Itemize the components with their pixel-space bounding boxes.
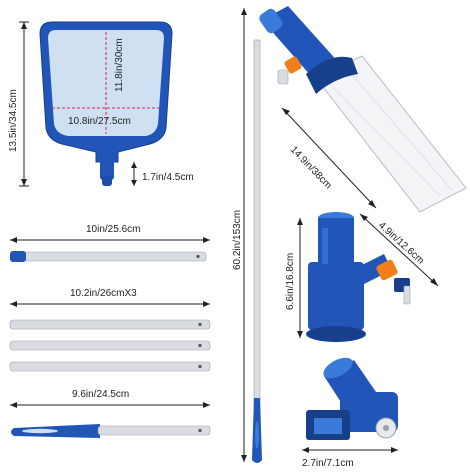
pole-bottom-section-dimension: 9.6in/24.5cm xyxy=(10,389,210,408)
brush-head xyxy=(306,357,398,440)
vacuum-head-height-dimension: 6.6in/16.8cm xyxy=(285,218,303,338)
pole-mid-sections-label: 10.2in/26cmX3 xyxy=(70,288,137,299)
skimmer-net: 11.8in/30cm 10.8in/27.5cm xyxy=(39,21,173,186)
bag-length-label: 14.9in/38cm xyxy=(288,144,334,191)
vacuum-head-height-label: 6.6in/16.8cm xyxy=(285,253,296,310)
net-inner-width-label: 10.8in/27.5cm xyxy=(68,116,131,127)
pole-top-section-dimension: 10in/25.6cm xyxy=(10,224,210,243)
pole-total-dimension: 60.2in/153cm xyxy=(232,8,247,462)
assembled-pole xyxy=(252,39,262,463)
net-height-label: 13.5in/34.5cm xyxy=(8,89,19,152)
net-neck-tip xyxy=(102,176,112,186)
vacuum-head xyxy=(306,212,411,342)
pole-bottom-section xyxy=(11,424,211,438)
net-neck-dimension: 1.7in/4.5cm xyxy=(131,162,194,186)
pole-top-section-label: 10in/25.6cm xyxy=(86,224,140,235)
pole-mid-sections-dimension: 10.2in/26cmX3 xyxy=(10,288,210,307)
pole-mid-section-1 xyxy=(9,319,211,330)
vacuum-collar xyxy=(306,56,358,94)
vacuum-with-bag xyxy=(259,6,467,213)
net-neck xyxy=(100,160,114,180)
net-height-dimension: 13.5in/34.5cm xyxy=(8,21,29,187)
pole-bottom-section-label: 9.6in/24.5cm xyxy=(72,389,129,400)
pole-mid-section-3 xyxy=(9,361,211,372)
net-neck-label: 1.7in/4.5cm xyxy=(142,172,194,183)
pole-total-label: 60.2in/153cm xyxy=(232,210,243,270)
pole-mid-section-2 xyxy=(9,340,211,351)
net-inner-height-label: 11.8in/30cm xyxy=(114,38,125,92)
vacuum-head-hose-connector xyxy=(356,254,392,284)
pole-top-section xyxy=(10,251,207,262)
brush-width-label: 2.7in/7.1cm xyxy=(302,458,354,469)
brush-width-dimension: 2.7in/7.1cm xyxy=(302,447,398,469)
